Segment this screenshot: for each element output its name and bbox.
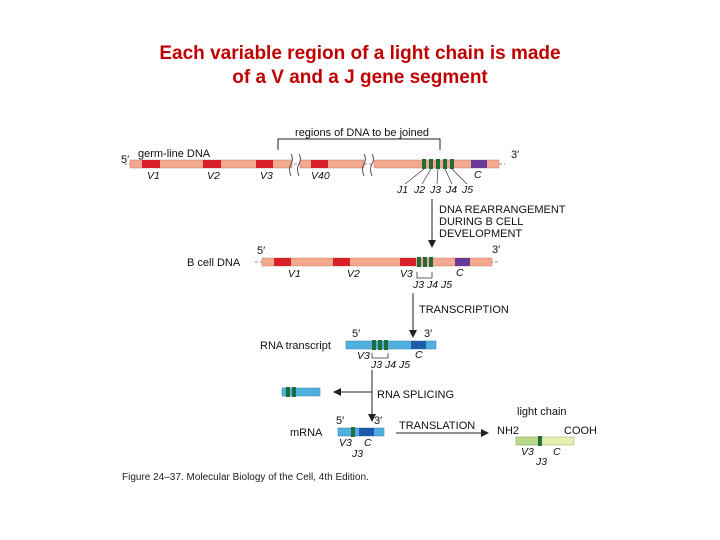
germline-j4-label: J4 (445, 184, 457, 196)
bcell-v3-label: V3 (400, 268, 413, 280)
mrna-v-label: V3 (339, 437, 352, 449)
title-line-1: Each variable region of a light chain is… (159, 43, 561, 64)
bcell-j-label: J3 J4 J5 (412, 279, 452, 291)
rearrangement-step-line-2: DURING B CELL (439, 216, 523, 228)
germline-three-prime: 3′ (511, 149, 519, 161)
germline-c-segment (471, 160, 487, 168)
break-mark (362, 153, 366, 177)
figure-caption: Figure 24–37. Molecular Biology of the C… (122, 472, 369, 483)
break-mark (297, 153, 301, 177)
bcell-v2-segment (333, 258, 350, 266)
regions-label: regions of DNA to be joined (295, 127, 429, 139)
germline-j3-label: J3 (429, 184, 441, 196)
mrna-label: mRNA (290, 427, 323, 439)
rna-v-label: V3 (357, 350, 370, 362)
germline-j3-segment (436, 159, 440, 169)
rna-c-label: C (415, 349, 423, 361)
rearrangement-step-line-1: DNA REARRANGEMENT (439, 204, 566, 216)
rna-five-prime: 5′ (352, 328, 360, 340)
mrna (337, 427, 385, 437)
germline-j4-segment (443, 159, 447, 169)
bcell-j3-segment (417, 257, 421, 267)
germline-v2-segment (203, 160, 221, 168)
spliced-out-fragment (281, 387, 321, 397)
germline-label: germ-line DNA (138, 148, 211, 160)
bcell-v3-segment (400, 258, 416, 266)
mrna-j-label: J3 (351, 448, 363, 460)
bcell-label: B cell DNA (187, 257, 241, 269)
translation-step: TRANSLATION (399, 420, 475, 432)
bcell-j5-segment (429, 257, 433, 267)
splicing-step: RNA SPLICING (377, 389, 454, 401)
bcell-c-label: C (456, 267, 464, 279)
rna-transcript (345, 340, 437, 359)
germline-v40-label: V40 (311, 170, 330, 182)
bcell-v1-segment (274, 258, 291, 266)
rearrangement-step-line-3: DEVELOPMENT (439, 228, 522, 240)
break-mark (289, 153, 293, 177)
germline-j5-segment (450, 159, 454, 169)
bcell-v2-label: V2 (347, 268, 360, 280)
bcell-j-bracket (416, 272, 433, 279)
germline-j-leaders (404, 168, 468, 185)
germline-five-prime: 5′ (121, 154, 129, 166)
mrna-five-prime: 5′ (336, 415, 344, 427)
light-chain-protein (515, 436, 575, 446)
germline-c-label: C (474, 169, 482, 181)
bcell-three-prime: 3′ (492, 244, 500, 256)
germline-v40-segment (311, 160, 328, 168)
germline-j5-label: J5 (461, 184, 473, 196)
bcell-c-segment (455, 258, 470, 266)
light-chain-nh2: NH2 (497, 425, 519, 437)
rna-label: RNA transcript (260, 340, 331, 352)
germline-v3-segment (256, 160, 273, 168)
germline-v2-label: V2 (207, 170, 220, 182)
rna-j-label: J3 J4 J5 (370, 359, 410, 371)
germline-j1-label: J1 (396, 184, 408, 196)
germline-j2-label: J2 (413, 184, 425, 196)
slide-title: Each variable region of a light chain is… (0, 42, 720, 90)
regions-bracket (277, 138, 441, 150)
germline-j2-segment (429, 159, 433, 169)
bcell-j4-segment (423, 257, 427, 267)
mrna-c-label: C (364, 437, 372, 449)
title-line-2: of a V and a J gene segment (232, 67, 488, 88)
germline-j1-segment (422, 159, 426, 169)
light-chain-label: light chain (517, 406, 567, 418)
bcell-dna (255, 257, 498, 279)
germline-dna (124, 153, 505, 177)
light-chain-v-label: V3 (521, 446, 534, 458)
mrna-three-prime: 3′ (374, 415, 382, 427)
rna-three-prime: 3′ (424, 328, 432, 340)
germline-v1-segment (142, 160, 160, 168)
germline-v1-label: V1 (147, 170, 160, 182)
bcell-v1-label: V1 (288, 268, 301, 280)
transcription-step: TRANSCRIPTION (419, 304, 509, 316)
bcell-five-prime: 5′ (257, 245, 265, 257)
light-chain-j-label: J3 (535, 456, 547, 468)
light-chain-c-label: C (553, 446, 561, 458)
germline-v3-label: V3 (260, 170, 273, 182)
light-chain-cooh: COOH (564, 425, 597, 437)
break-mark (370, 153, 374, 177)
